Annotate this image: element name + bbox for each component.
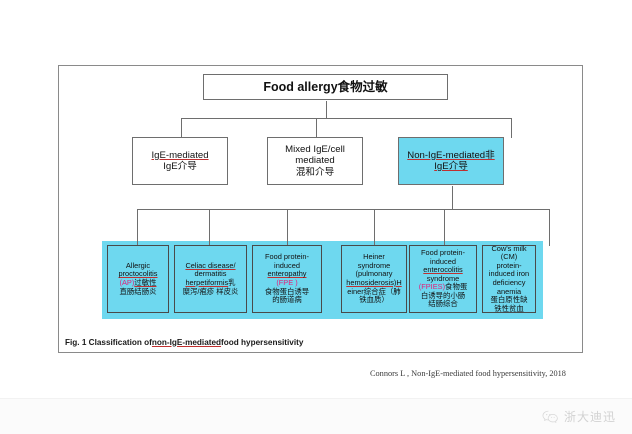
leaf-celiac-line2: dermatitis: [194, 269, 227, 279]
connector-tier3-bus: [137, 209, 550, 211]
leaf-celiac-line3: herpetiformis: [185, 278, 229, 287]
leaf-fpies-text: Food protein- induced enterocolitis synd…: [410, 248, 476, 309]
leaf-heiner-line1: Heiner: [363, 252, 385, 262]
leaf-heiner-syndrome[interactable]: Heiner syndrome (pulmonary hemosiderosis…: [341, 245, 407, 313]
leaf-fpe-zh: 食物蛋白诱导: [264, 286, 310, 296]
caption-underlined: non-IgE-mediated: [151, 337, 222, 347]
leaf-heiner-text: Heiner syndrome (pulmonary hemosiderosis…: [342, 253, 406, 304]
leaf-cm-line5: deficiency: [492, 278, 526, 287]
leaf-heiner-line4: hemosiderosis)H: [346, 278, 402, 287]
leaf-heiner-line3: (pulmonary: [355, 269, 393, 279]
node-mixed-label-en: Mixed IgE/cell mediated: [285, 144, 345, 167]
leaf-cm-text: Cow's milk (CM) protein- induced iron de…: [483, 243, 535, 313]
leaf-fpies-zh3: 结肠综合: [428, 299, 458, 309]
leaf-ap-line2: proctocolitis: [118, 269, 158, 279]
leaf-heiner-line2: syndrome: [357, 260, 391, 270]
leaf-cm-line2: (CM): [500, 252, 518, 262]
leaf-ap-text: Allergic proctocolitis (AP)过敏性 直肠结肠炎: [108, 260, 168, 296]
leaf-celiac-zh2: 糜泻/疱疹 样皮炎: [182, 286, 239, 296]
node-ige-mediated-text: IgE-mediated IgE介导: [133, 150, 227, 172]
wechat-icon: [542, 410, 559, 424]
leaf-cm-zh2: 铁性贫血: [494, 303, 524, 313]
node-food-allergy-label: Food allergy食物过敏: [263, 79, 388, 94]
node-non-ige-label-zh: IgE介导: [434, 161, 468, 172]
leaf-cm-line1: Cow's milk: [491, 243, 527, 253]
leaf-fpe-line2: induced: [274, 260, 300, 270]
connector-to-heiner: [374, 209, 376, 246]
connector-to-ige: [181, 118, 183, 138]
leaf-fpies-line2: induced: [430, 256, 456, 266]
node-non-ige-mediated[interactable]: Non-IgE-mediated非 IgE介导: [398, 137, 504, 185]
connector-nonige-down: [452, 186, 454, 209]
leaf-fpies[interactable]: Food protein- induced enterocolitis synd…: [409, 245, 477, 313]
node-ige-mediated[interactable]: IgE-mediated IgE介导: [132, 137, 228, 185]
node-ige-mediated-label-zh: IgE介导: [163, 161, 197, 172]
leaf-celiac-line1: Celiac disease/: [185, 260, 236, 270]
citation-line: Connors L , Non-IgE-mediated food hypers…: [370, 369, 566, 378]
node-mixed-ige-cell[interactable]: Mixed IgE/cell mediated 混和介导: [267, 137, 363, 185]
leaf-cow-milk-iron-deficiency[interactable]: Cow's milk (CM) protein- induced iron de…: [482, 243, 536, 313]
caption-prefix: Fig. 1 Classification of: [65, 337, 152, 347]
leaf-ap-abbr: (AP): [119, 278, 135, 287]
bottom-bar: 浙大迪迅: [0, 398, 632, 434]
node-mixed-ige-cell-text: Mixed IgE/cell mediated 混和介导: [268, 144, 362, 177]
connector-to-nonige: [511, 118, 513, 138]
leaf-cm-line6: anemia: [496, 286, 522, 296]
leaf-celiac-zh: 乳: [228, 278, 236, 287]
leaf-ap-zh2: 直肠结肠炎: [119, 286, 157, 296]
leaf-allergic-proctocolitis[interactable]: Allergic proctocolitis (AP)过敏性 直肠结肠炎: [107, 245, 169, 313]
leaf-fpies-line1: Food protein-: [421, 248, 465, 258]
leaf-cm-line4: induced iron: [488, 269, 530, 279]
leaf-fpe-line1: Food protein-: [265, 252, 309, 262]
connector-to-fpies: [444, 209, 446, 246]
brand-name: 浙大迪迅: [563, 410, 616, 424]
connector-to-celiac: [209, 209, 211, 246]
leaf-cm-zh: 蛋白原性缺: [490, 295, 528, 305]
leaf-fpies-zh: 食物蛋: [445, 282, 468, 292]
leaf-fpe-line3: enteropathy: [267, 269, 307, 279]
leaf-celiac-dermatitis[interactable]: Celiac disease/ dermatitis herpetiformis…: [174, 245, 247, 313]
leaf-heiner-zh2: 铁血质）: [359, 295, 389, 305]
leaf-cm-line3: protein-: [496, 260, 522, 270]
leaf-fpe-abbr: (FPE ): [276, 278, 298, 287]
leaf-ap-line1: Allergic: [125, 260, 151, 270]
node-non-ige-label-en: Non-IgE-mediated非: [407, 149, 495, 161]
leaf-fpe-zh2: 的肠道病: [272, 295, 302, 305]
leaf-ap-zh: 过敏性: [134, 278, 157, 287]
leaf-fpies-line3: enterocolitis: [423, 265, 463, 275]
node-non-ige-mediated-text: Non-IgE-mediated非 IgE介导: [399, 150, 503, 172]
node-mixed-label-zh: 混和介导: [295, 166, 335, 178]
connector-to-fpe: [287, 209, 289, 246]
leaf-fpe-text: Food protein- induced enteropathy (FPE )…: [253, 253, 321, 304]
leaf-heiner-zh: einer综合症（肺: [347, 286, 401, 296]
caption-suffix: food hypersensitivity: [221, 337, 304, 347]
connector-root-down: [326, 101, 328, 118]
connector-to-mixed: [316, 118, 318, 138]
node-food-allergy[interactable]: Food allergy食物过敏: [203, 74, 448, 100]
brand-watermark: 浙大迪迅: [542, 408, 616, 425]
leaf-food-protein-enteropathy[interactable]: Food protein- induced enteropathy (FPE )…: [252, 245, 322, 313]
leaf-fpies-line4: syndrome: [426, 273, 460, 283]
connector-tier2-bus: [181, 118, 511, 120]
leaf-fpies-abbr: (FPIES): [418, 282, 446, 292]
connector-to-cm: [549, 209, 551, 246]
node-ige-mediated-label-en: IgE-mediated: [151, 149, 209, 161]
leaf-fpies-zh2: 白诱导的小肠: [420, 290, 466, 300]
figure-caption: Fig. 1 Classification of non-IgE-mediate…: [60, 333, 581, 351]
leaf-celiac-text: Celiac disease/ dermatitis herpetiformis…: [175, 260, 246, 296]
connector-to-ap: [137, 209, 139, 246]
